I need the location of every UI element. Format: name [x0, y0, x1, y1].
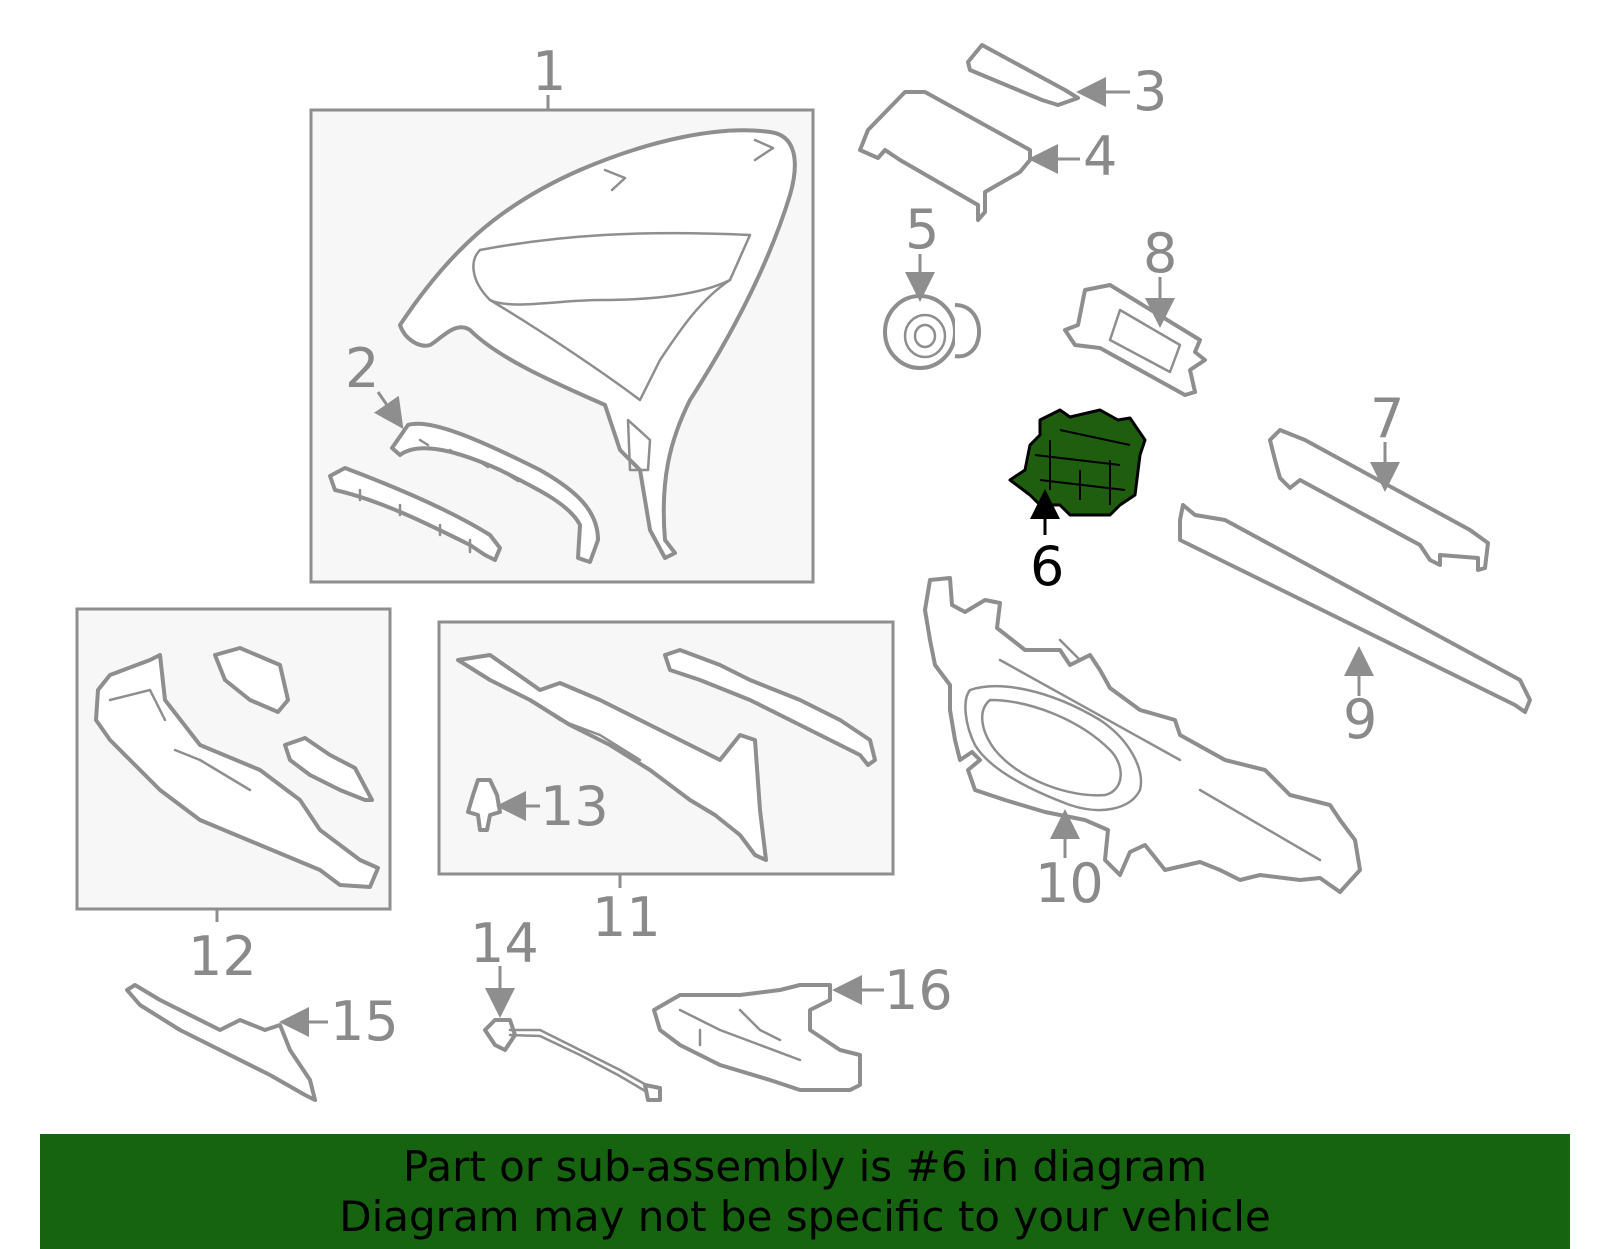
part-14-cable	[483, 1018, 662, 1102]
part-16	[652, 983, 862, 1092]
callout-16: 16	[884, 959, 953, 1022]
callout-9: 9	[1343, 688, 1377, 751]
callout-8: 8	[1143, 222, 1177, 285]
callout-6: 6	[1030, 535, 1064, 598]
callout-5: 5	[905, 198, 939, 261]
part-2-trim	[328, 421, 600, 564]
part-6-highlighted	[1008, 408, 1147, 517]
callout-4: 4	[1083, 125, 1117, 188]
callout-7: 7	[1370, 387, 1404, 450]
part-10-carrier	[923, 576, 1362, 894]
callout-1: 1	[532, 40, 566, 103]
banner-line-1: Part or sub-assembly is #6 in diagram	[402, 1142, 1208, 1191]
callout-2: 2	[345, 337, 379, 400]
leader-2	[374, 391, 404, 429]
part-9	[1178, 503, 1532, 714]
callout-10: 10	[1035, 852, 1104, 915]
callout-14: 14	[470, 912, 539, 975]
notice-banner: Part or sub-assembly is #6 in diagram Di…	[40, 1134, 1570, 1249]
callout-15: 15	[330, 990, 399, 1053]
part-1-glove-box	[398, 128, 797, 560]
part-4	[858, 90, 1032, 222]
part-3	[966, 43, 1080, 107]
part-5-knob	[883, 294, 981, 370]
part-13	[466, 778, 502, 832]
part-8	[1063, 283, 1207, 397]
part-11-panels	[456, 648, 877, 862]
callout-13: 13	[540, 775, 609, 838]
banner-line-2: Diagram may not be specific to your vehi…	[339, 1192, 1271, 1241]
callout-3: 3	[1133, 60, 1167, 123]
part-7	[1268, 428, 1490, 572]
part-12-panels	[94, 646, 380, 889]
callout-11: 11	[592, 886, 661, 949]
callout-12: 12	[188, 925, 257, 988]
part-15	[125, 983, 317, 1102]
